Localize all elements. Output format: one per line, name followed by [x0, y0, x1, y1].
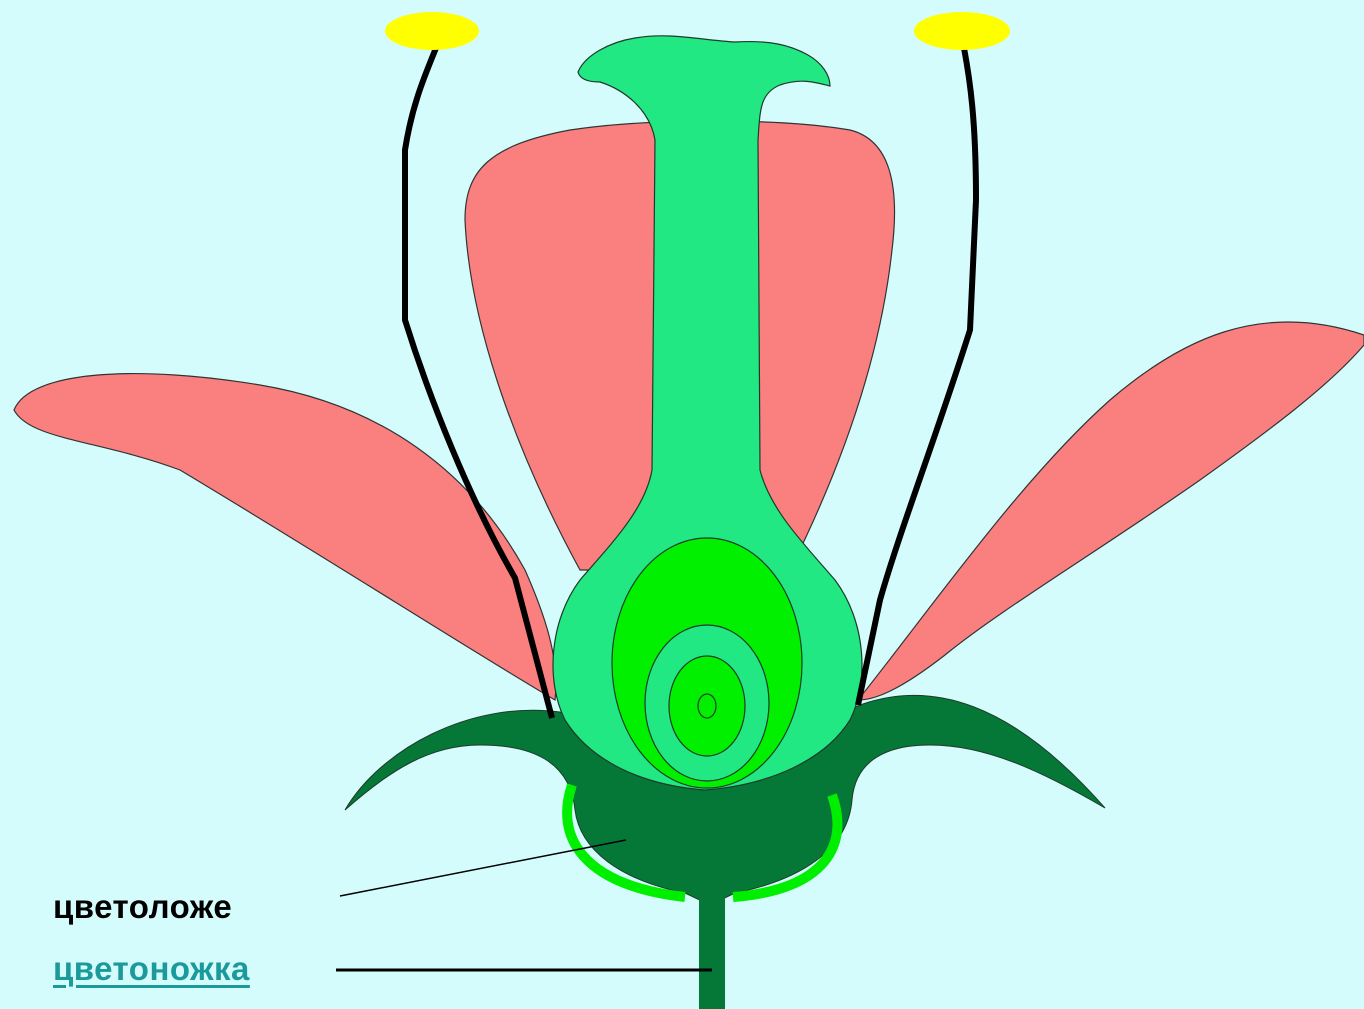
ovule-inner: [698, 694, 716, 718]
left-anther: [385, 12, 479, 50]
left-petal: [14, 374, 556, 700]
receptacle-leader-line: [340, 840, 626, 896]
receptacle-label: цветоложе: [53, 888, 232, 926]
pedicel-stem: [699, 880, 725, 1009]
right-anther: [914, 12, 1010, 50]
pedicel-link[interactable]: цветоножка: [53, 950, 250, 988]
right-petal: [858, 322, 1364, 700]
